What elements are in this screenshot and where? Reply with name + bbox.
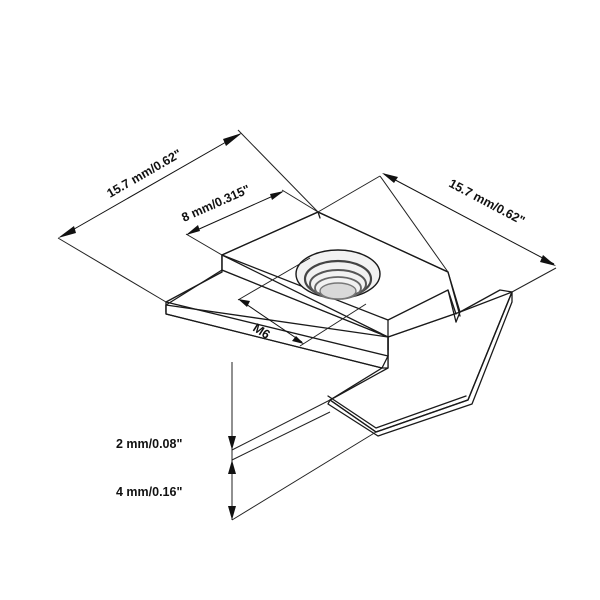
dim-thickness <box>228 362 377 521</box>
dim-length <box>57 129 319 303</box>
label-width-right: 15.7 mm/0.62" <box>447 176 528 228</box>
label-width-top: 8 mm/0.315" <box>180 182 253 225</box>
dim-width-right <box>317 173 557 293</box>
dim-thread <box>237 257 367 347</box>
label-length: 15.7 mm/0.62" <box>105 147 185 201</box>
threaded-hole-icon <box>295 249 381 300</box>
label-thickness-top: 2 mm/0.08" <box>116 437 182 451</box>
label-thickness-bottom: 4 mm/0.16" <box>116 485 182 499</box>
dim-width-top <box>185 189 319 256</box>
